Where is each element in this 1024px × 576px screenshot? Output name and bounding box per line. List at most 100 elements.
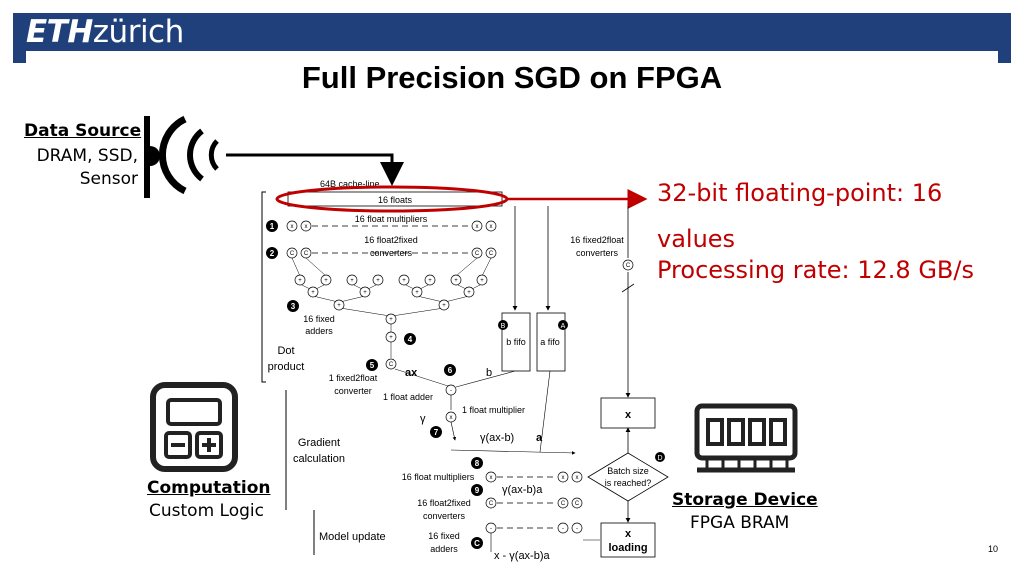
eth-logo: ETHzürich	[26, 14, 184, 50]
mult-label: 16 float multipliers	[355, 214, 428, 224]
data-source-title: Data Source	[24, 121, 142, 141]
adder-node: +	[415, 290, 419, 296]
fix2float-2: converters	[576, 248, 619, 258]
b-label: b	[486, 367, 492, 379]
gradient-label-2: calculation	[293, 453, 345, 465]
batch-label-2: is reached?	[605, 478, 652, 488]
batch-label-1: Batch size	[607, 466, 649, 476]
adder-node: +	[389, 317, 393, 323]
computation-title: Computation	[147, 478, 271, 498]
fixed2float-2: converter	[334, 386, 372, 396]
conv-node: C	[489, 501, 494, 507]
float-mult-label: 1 float multiplier	[462, 405, 525, 415]
step-9: 9	[475, 486, 480, 495]
x-loading-1: x	[625, 528, 632, 540]
conv-node: C	[626, 263, 631, 269]
model-update-label: Model update	[319, 531, 386, 543]
conv-node: C	[475, 251, 480, 257]
float-adder-label: 1 float adder	[383, 392, 433, 402]
x-storage-box	[600, 397, 656, 429]
step-6: 6	[448, 366, 453, 375]
mult-node: x	[305, 224, 308, 230]
conv-node: C	[489, 251, 494, 257]
adder-node: +	[402, 278, 406, 284]
floats-label: 16 floats	[378, 195, 413, 205]
adder-node: +	[454, 278, 458, 284]
slide-number: 10	[987, 544, 998, 554]
adder-node: +	[389, 335, 393, 341]
step-4: 4	[408, 335, 413, 344]
gamma-label: γ	[420, 413, 426, 425]
dot-bracket	[261, 191, 266, 383]
highlight-line3: Processing rate: 12.8 GB/s	[657, 256, 974, 284]
f2fix2-label-1: 16 float2fixed	[417, 498, 471, 508]
x-loading-box	[600, 522, 656, 558]
a-label: a	[536, 432, 543, 444]
storage-subtitle: FPGA BRAM	[690, 513, 790, 533]
gamma-term-a-label: γ(ax-b)a	[502, 484, 543, 496]
cache-line-label: 64B cache-line	[320, 179, 380, 189]
fixed2float-1: 1 fixed2float	[329, 373, 378, 383]
mult2-label: 16 float multipliers	[402, 472, 475, 482]
highlight-line2: values	[657, 225, 736, 253]
tag-a: A	[561, 323, 566, 330]
adder-node: +	[350, 278, 354, 284]
step-7: 7	[434, 428, 439, 437]
step-c: C	[474, 539, 480, 548]
f2fix-label-1: 16 float2fixed	[364, 235, 418, 245]
step-1: 1	[270, 222, 275, 231]
adder-node: +	[376, 278, 380, 284]
fixed-adders-2: adders	[305, 326, 333, 336]
gradient-label-1: Gradient	[298, 437, 340, 449]
tag-d: D	[657, 455, 662, 462]
memory-chip-icon	[694, 403, 798, 473]
x-storage-label: x	[625, 409, 632, 421]
storage-title: Storage Device	[672, 490, 818, 510]
adder-node: +	[442, 303, 446, 309]
batch-decision	[587, 452, 669, 502]
tag-b: B	[501, 323, 506, 330]
step-5: 5	[370, 361, 375, 370]
header-strip	[26, 51, 998, 63]
logo-eth: ETH	[26, 14, 93, 50]
adder-node: +	[467, 290, 471, 296]
sub-node: -	[490, 526, 492, 532]
adder-node: +	[428, 278, 432, 284]
adder-node: +	[298, 278, 302, 284]
adder-node: +	[480, 278, 484, 284]
mult-node: x	[476, 224, 479, 230]
data-source-subtitle: DRAM, SSD, Sensor	[36, 146, 138, 189]
conv-node: C	[290, 251, 295, 257]
step-2: 2	[270, 249, 275, 258]
dot-label-1: Dot	[277, 345, 294, 357]
f2fix2-label-2: converters	[423, 511, 466, 521]
conv-node: C	[561, 501, 566, 507]
sub-node: -	[562, 526, 564, 532]
mult-node: x	[576, 475, 579, 481]
ax-label: ax	[405, 367, 418, 379]
b-fifo-label: b fifo	[506, 337, 526, 347]
highlight-ellipse	[275, 185, 509, 213]
fixed2-label-1: 16 fixed	[428, 531, 460, 541]
sub-node: -	[576, 526, 578, 532]
antenna-icon	[144, 115, 219, 198]
final-expression: x - γ(ax-b)a	[494, 550, 551, 562]
conv-node: C	[304, 251, 309, 257]
dot-label-2: product	[268, 361, 305, 373]
mult-node: x	[562, 475, 565, 481]
f2fix-label-2: converters	[370, 248, 413, 258]
a-fifo-label: a fifo	[540, 337, 560, 347]
step-3: 3	[291, 302, 296, 311]
mult-node: x	[490, 475, 493, 481]
slide-title: Full Precision SGD on FPGA	[301, 60, 723, 95]
sub-node: -	[450, 388, 452, 394]
adder-node: +	[311, 290, 315, 296]
fixed2-label-2: adders	[430, 544, 458, 554]
logo-zurich: zürich	[92, 14, 184, 50]
adder-node: +	[337, 303, 341, 309]
mul-node: x	[450, 415, 453, 421]
fix2float-1: 16 fixed2float	[570, 235, 624, 245]
step-8: 8	[475, 459, 480, 468]
computation-subtitle: Custom Logic	[149, 501, 264, 521]
